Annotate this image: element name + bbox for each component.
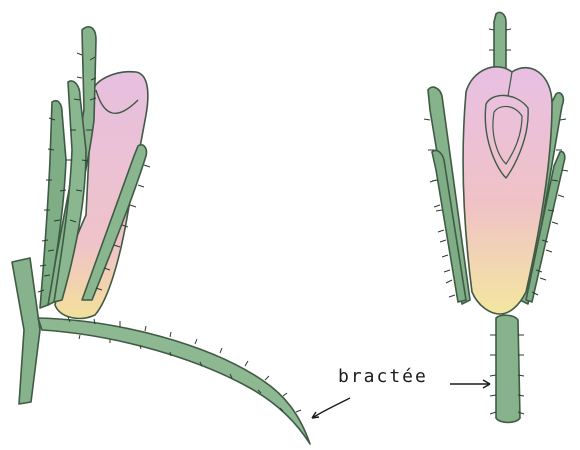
right-flower <box>424 12 568 422</box>
arrow-to-left-bract <box>312 398 350 418</box>
bract-label: bractée <box>338 366 428 387</box>
left-bract <box>38 318 310 444</box>
right-stem <box>496 315 520 422</box>
left-main-stem <box>12 258 40 404</box>
left-flower <box>12 27 310 444</box>
right-corolla <box>463 67 552 314</box>
